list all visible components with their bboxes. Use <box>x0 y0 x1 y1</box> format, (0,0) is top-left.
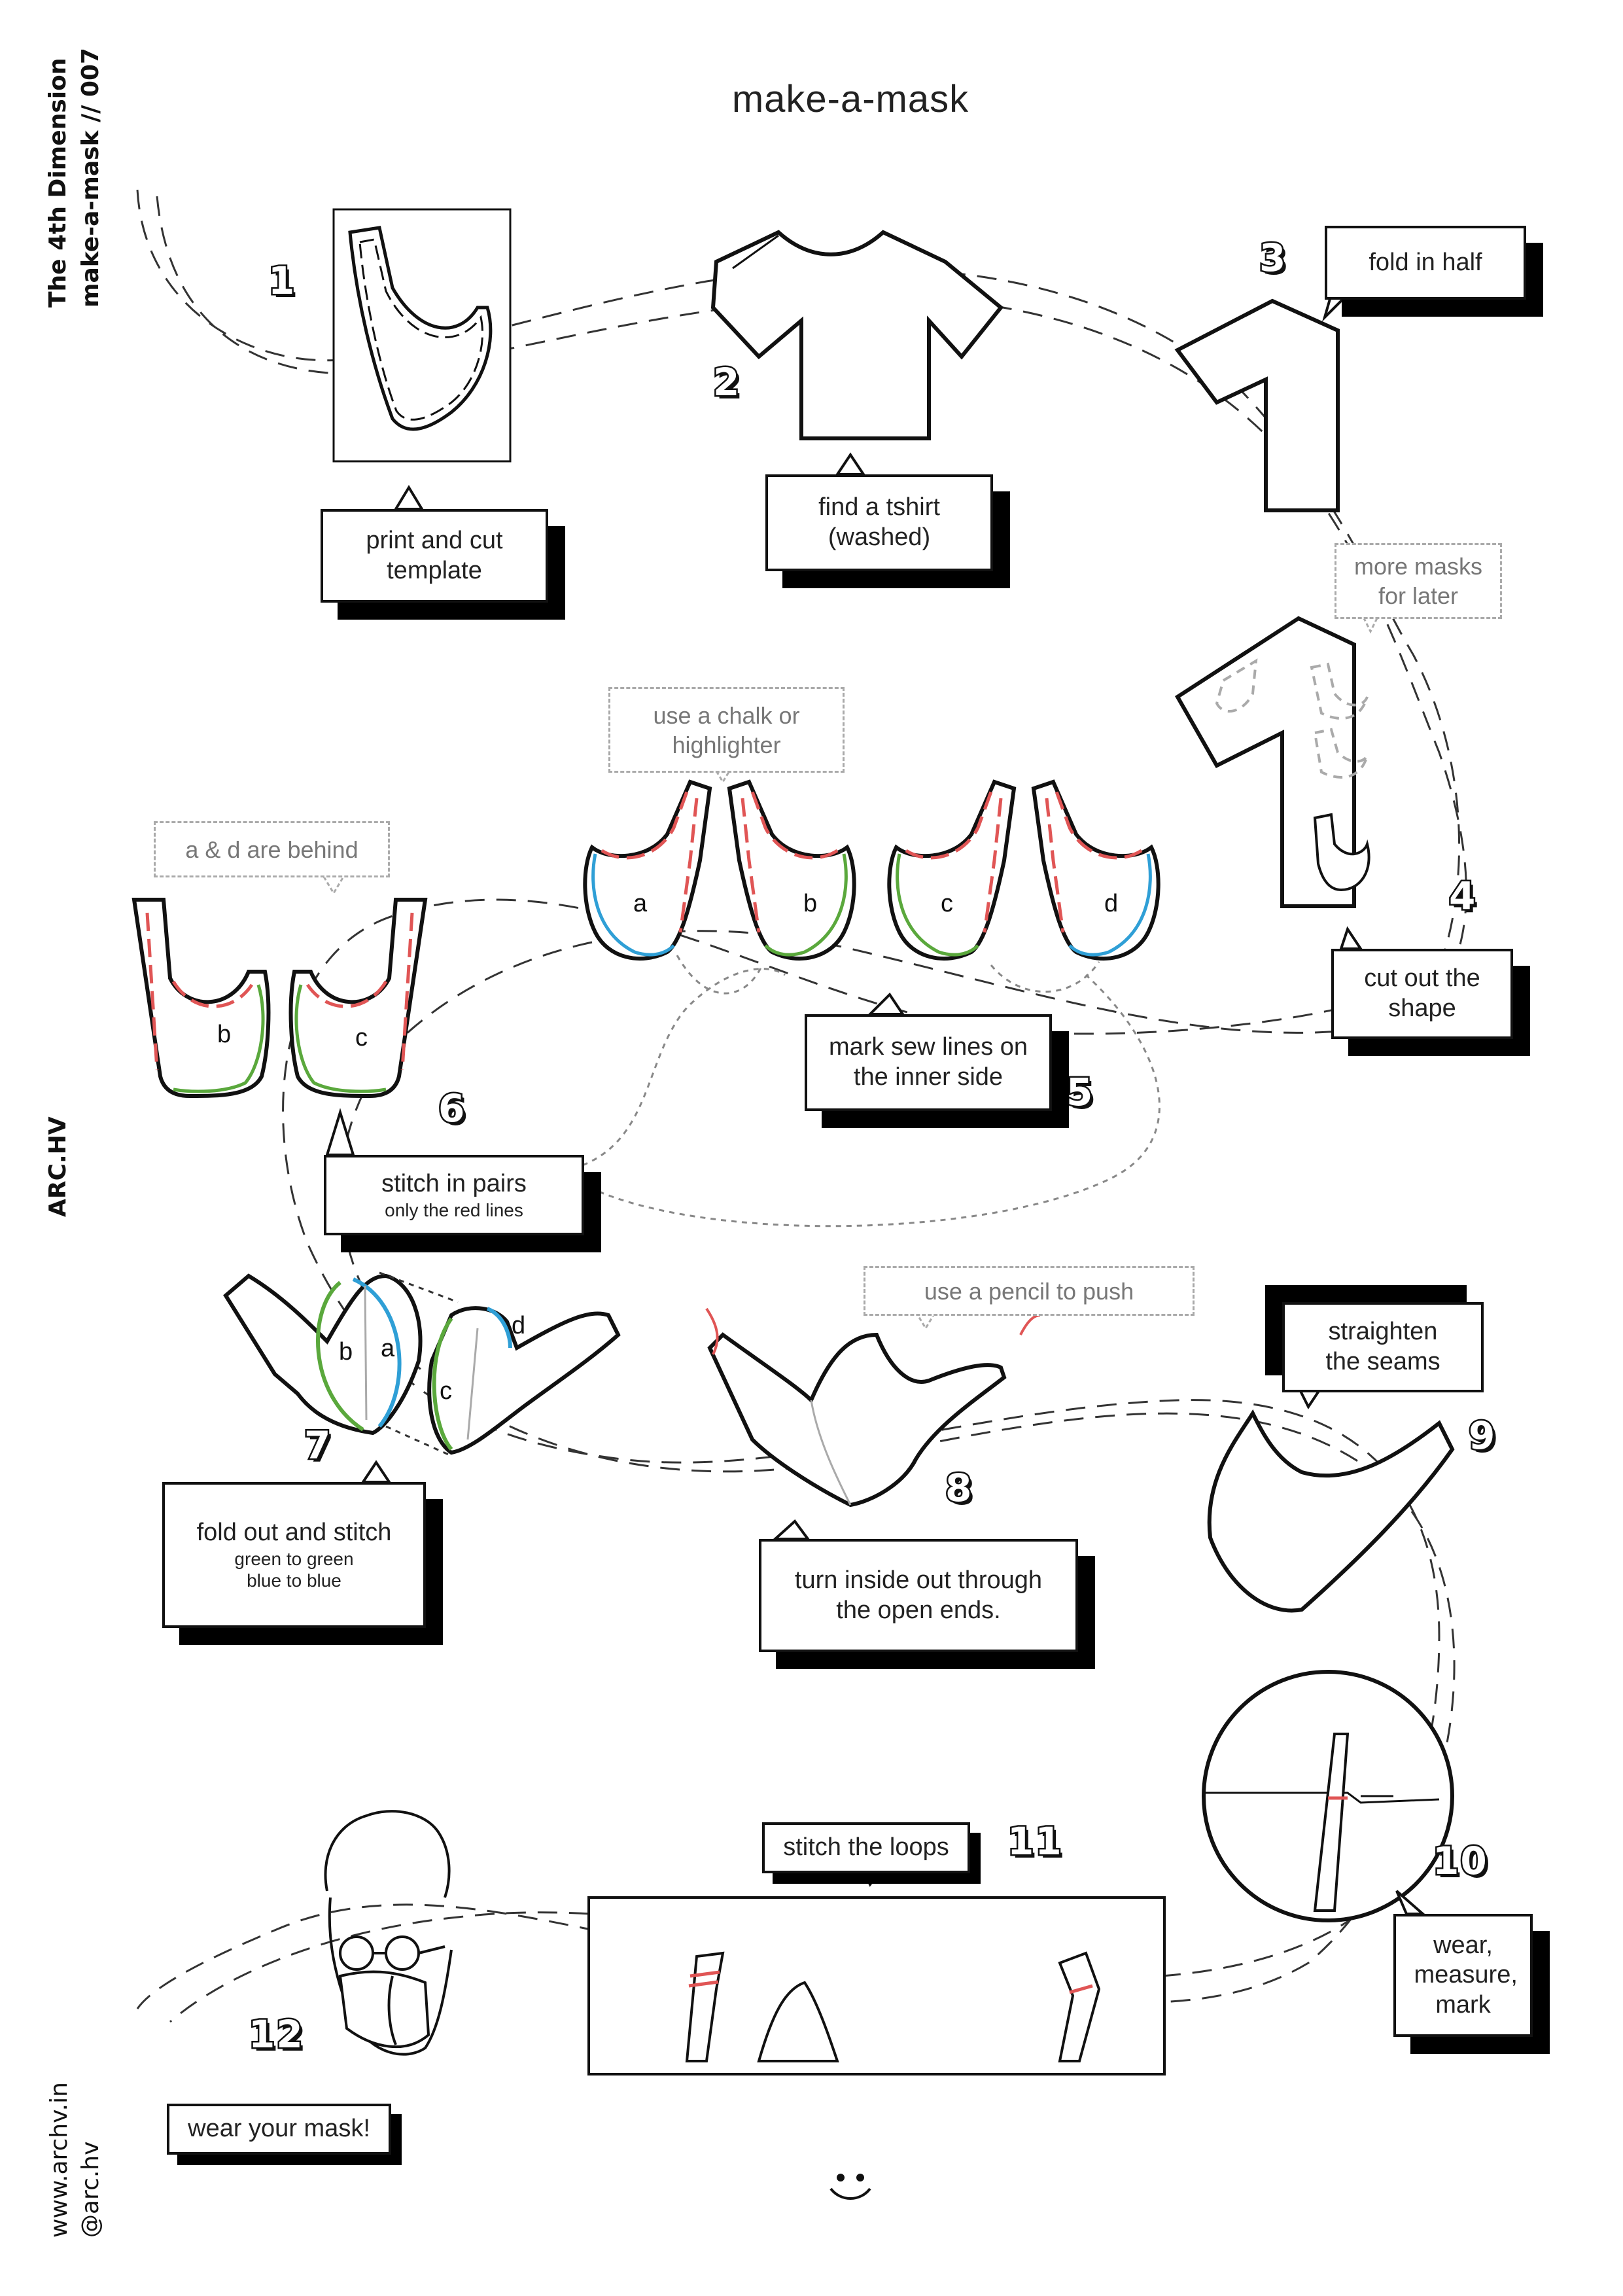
callout-step-2: find a tshirt (washed) <box>765 474 993 571</box>
callout-step-7-sub-2: blue to blue <box>247 1570 341 1591</box>
callout-step-2-text: find a tshirt <box>818 493 940 521</box>
smiley-icon <box>829 2174 871 2200</box>
callout-step-3: fold in half <box>1325 226 1526 300</box>
page-title: make-a-mask <box>731 78 969 120</box>
piece-label-c-step5: c <box>941 890 953 917</box>
callout-step-4-text: cut out the shape <box>1364 964 1480 1022</box>
note-more-masks: more masks for later <box>1335 543 1502 619</box>
callout-step-6: stitch in pairs only the red lines <box>324 1155 584 1235</box>
callout-step-10: wear, measure, mark <box>1393 1914 1533 2037</box>
loops-box <box>587 1896 1166 2075</box>
callout-step-3-text: fold in half <box>1369 248 1482 276</box>
finished-mask <box>1207 1409 1455 1613</box>
callout-step-6-text: stitch in pairs <box>381 1169 527 1197</box>
step-number-10: 10 <box>1431 1837 1489 1885</box>
callout-step-12-text: wear your mask! <box>188 2115 370 2143</box>
website-link[interactable]: www.archv.in <box>46 2082 73 2238</box>
step-number-12: 12 <box>247 2011 305 2058</box>
callout-step-7: fold out and stitch green to green blue … <box>162 1482 426 1628</box>
social-handle[interactable]: @arc.hv <box>77 2141 104 2238</box>
note-behind-text: a & d are behind <box>185 836 358 863</box>
step-number-7: 7 <box>302 1422 332 1470</box>
step-number-3: 3 <box>1257 234 1287 282</box>
callout-step-9-text: straighten the seams <box>1325 1318 1440 1375</box>
callout-step-8-text: turn inside out through the open ends. <box>794 1566 1043 1624</box>
note-chalk: use a chalk or highlighter <box>608 687 845 773</box>
note-chalk-text: use a chalk or highlighter <box>653 701 800 758</box>
note-behind: a & d are behind <box>154 821 390 877</box>
step-number-4: 4 <box>1447 872 1477 920</box>
face-with-mask <box>324 1810 453 2056</box>
brand-line-1: The 4th Dimension <box>44 58 71 308</box>
folded-tshirt <box>1174 298 1340 512</box>
piece-label-b-step5: b <box>803 890 818 917</box>
note-pencil-text: use a pencil to push <box>924 1277 1134 1305</box>
callout-step-1-text: print and cut template <box>366 526 503 584</box>
inside-out-mask <box>705 1307 1041 1508</box>
callout-step-5: mark sew lines on the inner side <box>805 1014 1052 1111</box>
callout-step-7-text: fold out and stitch <box>196 1519 392 1547</box>
piece-label-c-step7: c <box>440 1377 452 1405</box>
callout-step-7-sub-1: green to green <box>234 1548 354 1569</box>
tshirt-illustration <box>710 230 1004 440</box>
callout-step-6-sub: only the red lines <box>385 1199 523 1220</box>
callout-step-11-text: stitch the loops <box>783 1833 949 1862</box>
step-number-9: 9 <box>1467 1412 1497 1460</box>
step-number-11: 11 <box>1006 1818 1064 1865</box>
step-number-8: 8 <box>943 1464 973 1512</box>
callout-step-1: print and cut template <box>321 509 548 603</box>
piece-label-a-step7: a <box>381 1335 395 1362</box>
piece-label-d-step5: d <box>1104 890 1119 917</box>
fold-out-pieces <box>223 1271 621 1457</box>
piece-label-b-step7: b <box>339 1338 353 1366</box>
piece-label-c-step6: c <box>355 1024 368 1051</box>
note-pencil: use a pencil to push <box>864 1266 1195 1316</box>
step-number-2: 2 <box>711 359 741 406</box>
studio-name: ARC.HV <box>44 1116 71 1217</box>
callout-step-4: cut out the shape <box>1331 949 1513 1039</box>
callout-step-8: turn inside out through the open ends. <box>759 1539 1078 1652</box>
step-number-1: 1 <box>266 257 296 305</box>
paired-pieces <box>131 898 1161 1227</box>
step-number-6: 6 <box>436 1085 466 1133</box>
callout-step-12: wear your mask! <box>167 2104 391 2155</box>
marked-pieces <box>583 779 1161 995</box>
piece-label-d-step7: d <box>512 1312 526 1339</box>
brand-line-2: make-a-mask // 007 <box>77 47 104 308</box>
measure-circle <box>1202 1670 1454 1922</box>
cut-shape-shirt <box>1174 616 1370 908</box>
callout-step-5-text: mark sew lines on the inner side <box>828 1033 1028 1091</box>
note-more-masks-text: more masks for later <box>1353 553 1483 609</box>
template-card <box>332 208 512 463</box>
piece-label-a-step5: a <box>633 890 648 917</box>
step-number-5: 5 <box>1064 1069 1094 1116</box>
piece-label-b-step6: b <box>217 1021 232 1048</box>
callout-step-11: stitch the loops <box>762 1822 970 1873</box>
callout-step-10-text: wear, measure, mark <box>1414 1931 1518 2019</box>
callout-step-2-sub: (washed) <box>828 523 931 551</box>
callout-step-9: straighten the seams <box>1282 1302 1484 1392</box>
